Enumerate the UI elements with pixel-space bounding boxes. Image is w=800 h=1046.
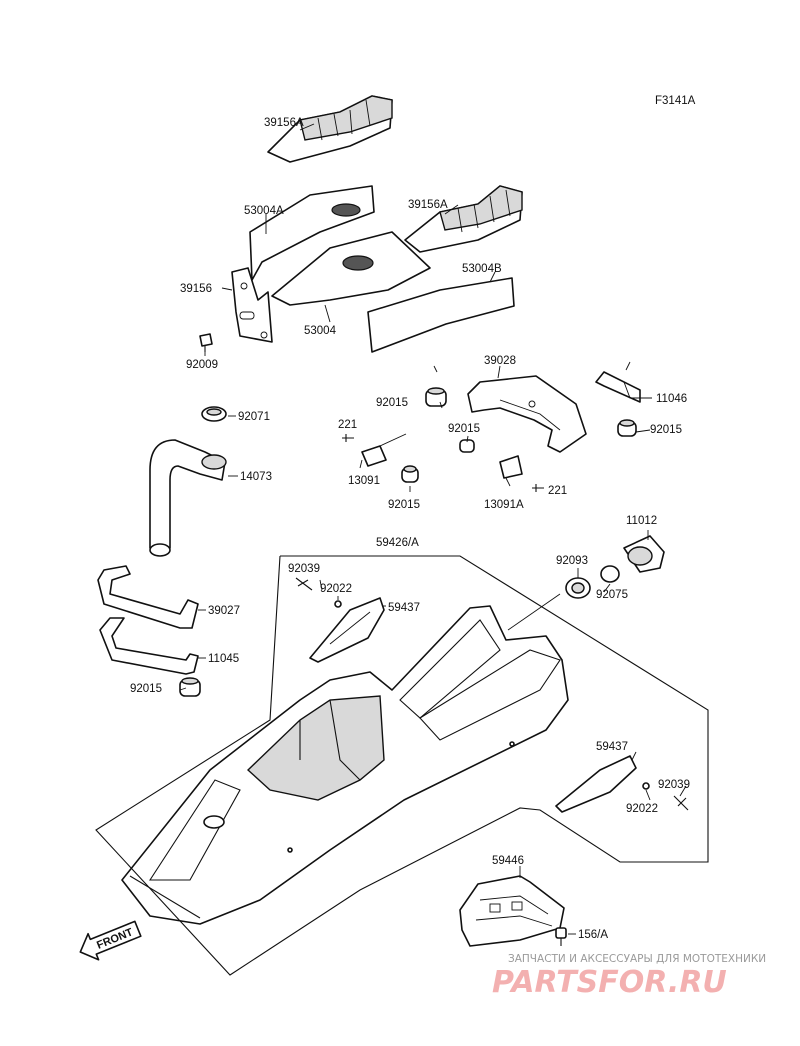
- pad-39156A-top: [267, 95, 393, 163]
- pad-39156A-right: [404, 185, 523, 253]
- label-92015-d: 92015: [388, 499, 420, 511]
- label-53004B: 53004B: [462, 263, 502, 275]
- frame-hull: [95, 555, 709, 976]
- label-92015-c: 92015: [448, 423, 480, 435]
- nut-92015-a: [425, 387, 447, 407]
- label-92015-a: 92015: [376, 397, 408, 409]
- watermark-logo: PARTSFOR.RU: [492, 965, 727, 1000]
- nut-92015-d: [401, 465, 419, 483]
- label-59446: 59446: [492, 855, 524, 867]
- label-221-a: 221: [338, 419, 357, 431]
- pad-59437-upper: [309, 597, 385, 663]
- label-39156A-right: 39156A: [408, 199, 448, 211]
- label-39027: 39027: [208, 605, 240, 617]
- label-92071: 92071: [238, 411, 270, 423]
- label-13091A: 13091A: [484, 499, 524, 511]
- bracket-39156: [231, 267, 273, 343]
- label-53004: 53004: [304, 325, 337, 337]
- screw-221-b: [532, 484, 544, 492]
- clip-13091A: [499, 455, 523, 479]
- front-arrow: FRONT: [79, 920, 142, 961]
- label-39028: 39028: [484, 355, 516, 367]
- label-11046: 11046: [656, 393, 687, 405]
- mat-53004B: [367, 277, 515, 353]
- label-39156A-top: 39156A: [264, 117, 304, 129]
- leader-lines: [179, 123, 687, 935]
- label-92075: 92075: [596, 589, 628, 601]
- screw-92039-upper: [295, 577, 313, 591]
- grommet-92071: [201, 406, 227, 422]
- label-221-b: 221: [548, 485, 567, 497]
- label-92015-b: 92015: [650, 424, 682, 436]
- handle-11045: [99, 617, 199, 675]
- label-39156: 39156: [180, 283, 212, 295]
- label-92015-e: 92015: [130, 683, 162, 695]
- label-59426A: 59426/A: [376, 537, 419, 549]
- bracket-11046: [595, 371, 641, 403]
- label-92009: 92009: [186, 359, 218, 371]
- label-92022-upper: 92022: [320, 583, 352, 595]
- bracket-39028: [467, 375, 587, 453]
- washer-92022-upper: [334, 600, 342, 608]
- nut-92015-e: [179, 677, 201, 697]
- label-92039-upper: 92039: [288, 563, 320, 575]
- watermark: ЗАПЧАСТИ И АКСЕССУАРЫ ДЛЯ МОТОТЕХНИКИ PA…: [492, 953, 766, 1000]
- part-labels: 39156A 39156A 53004A 53004B 39156 53004 …: [130, 117, 690, 941]
- bellows-11012: [623, 535, 665, 573]
- seal-92093: [565, 577, 591, 599]
- bolt-92009: [199, 333, 213, 352]
- label-14073: 14073: [240, 471, 272, 483]
- screw-92039-lower: [673, 795, 689, 811]
- label-156A: 156/A: [578, 929, 608, 941]
- nut-92015-b: [617, 419, 637, 437]
- figure-code: F3141A: [655, 95, 696, 107]
- label-92022-lower: 92022: [626, 803, 658, 815]
- mat-53004: [271, 231, 431, 306]
- label-92093: 92093: [556, 555, 588, 567]
- bolt-156A: [555, 927, 567, 946]
- ring-92075: [600, 565, 620, 583]
- label-13091: 13091: [348, 475, 380, 487]
- pad-59437-lower: [555, 755, 637, 813]
- screw-221-a: [342, 434, 354, 442]
- clip-13091: [361, 445, 387, 467]
- mat-53004A: [249, 185, 375, 281]
- handle-39027: [97, 565, 199, 629]
- watermark-tagline: ЗАПЧАСТИ И АКСЕССУАРЫ ДЛЯ МОТОТЕХНИКИ: [508, 953, 766, 965]
- label-11045: 11045: [208, 653, 239, 665]
- pipe-14073: [149, 439, 227, 557]
- hull-59426A: [121, 605, 569, 925]
- label-53004A: 53004A: [244, 205, 284, 217]
- bracket-59446: [459, 875, 565, 947]
- label-59437-upper: 59437: [388, 602, 420, 614]
- label-59437-lower: 59437: [596, 741, 628, 753]
- label-11012: 11012: [626, 515, 657, 527]
- washer-92022-lower: [642, 782, 650, 790]
- label-92039-lower: 92039: [658, 779, 690, 791]
